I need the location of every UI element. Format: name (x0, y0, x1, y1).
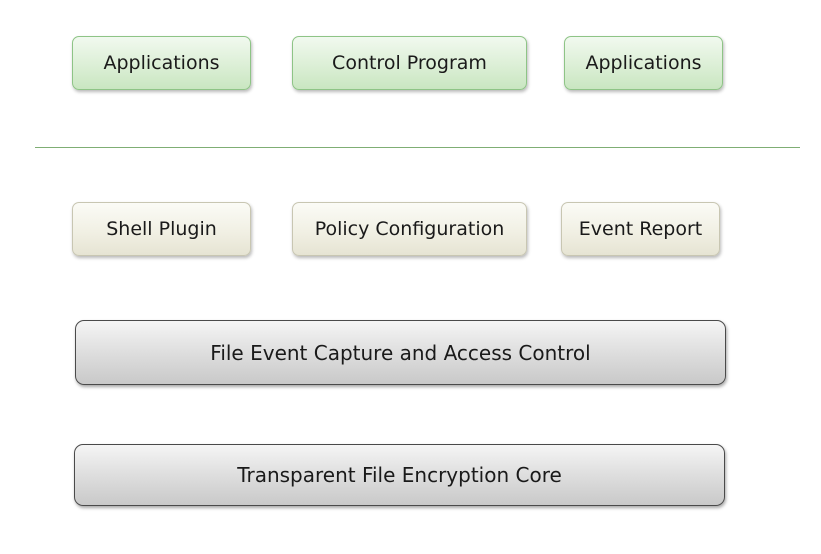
file-event-capture-box: File Event Capture and Access Control (75, 320, 726, 385)
control-program-label: Control Program (332, 52, 487, 74)
encryption-core-box: Transparent File Encryption Core (74, 444, 725, 506)
applications-left-label: Applications (103, 52, 220, 74)
policy-configuration-box: Policy Configuration (292, 202, 527, 256)
file-event-capture-label: File Event Capture and Access Control (210, 340, 591, 365)
shell-plugin-label: Shell Plugin (106, 218, 217, 240)
applications-right-label: Applications (585, 52, 702, 74)
event-report-box: Event Report (561, 202, 720, 256)
control-program-box: Control Program (292, 36, 527, 90)
layer-divider-line (35, 147, 800, 148)
applications-box-right: Applications (564, 36, 723, 90)
encryption-core-label: Transparent File Encryption Core (237, 463, 562, 487)
applications-box-left: Applications (72, 36, 251, 90)
event-report-label: Event Report (578, 218, 703, 240)
shell-plugin-box: Shell Plugin (72, 202, 251, 256)
policy-configuration-label: Policy Configuration (314, 218, 505, 240)
